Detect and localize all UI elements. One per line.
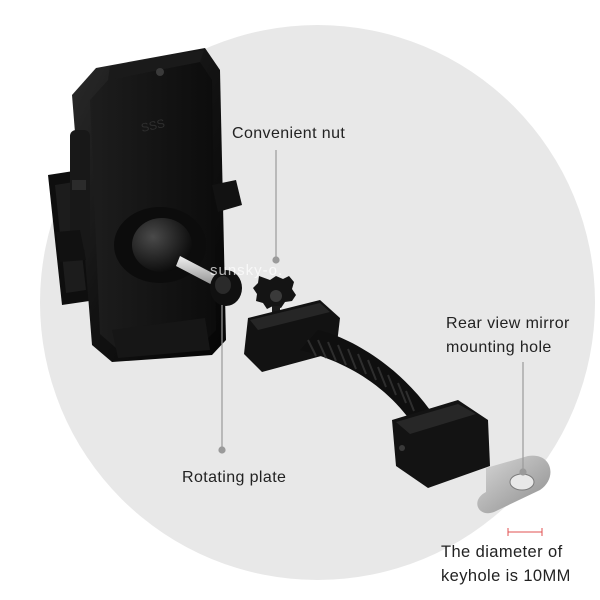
plate-callout-dot xyxy=(218,446,226,454)
mirror-hole-label: Rear view mirror mounting hole xyxy=(446,312,570,360)
keyhole-diameter-marker xyxy=(507,528,543,536)
mirror-callout-dot xyxy=(519,468,527,476)
phone-cradle: SSS xyxy=(48,48,242,362)
rotating-plate xyxy=(176,256,242,306)
callout-lines xyxy=(218,150,527,476)
convenient-nut-label: Convenient nut xyxy=(232,125,346,142)
mirror-hole-label-line1: Rear view mirror xyxy=(446,315,570,332)
keyhole-diameter-label-line1: The diameter of xyxy=(441,543,563,561)
svg-text:SSS: SSS xyxy=(140,116,166,135)
rotating-plate-label: Rotating plate xyxy=(182,469,287,486)
mirror-hole-label-line2: mounting hole xyxy=(446,339,552,356)
nut-callout-dot xyxy=(272,256,280,264)
keyhole-diameter-label: The diameter of keyhole is 10MM xyxy=(441,540,571,588)
mirror-mount xyxy=(244,300,551,514)
keyhole-diameter-label-line2: keyhole is 10MM xyxy=(441,567,571,585)
watermark-text: sunsky-o. xyxy=(210,262,284,279)
